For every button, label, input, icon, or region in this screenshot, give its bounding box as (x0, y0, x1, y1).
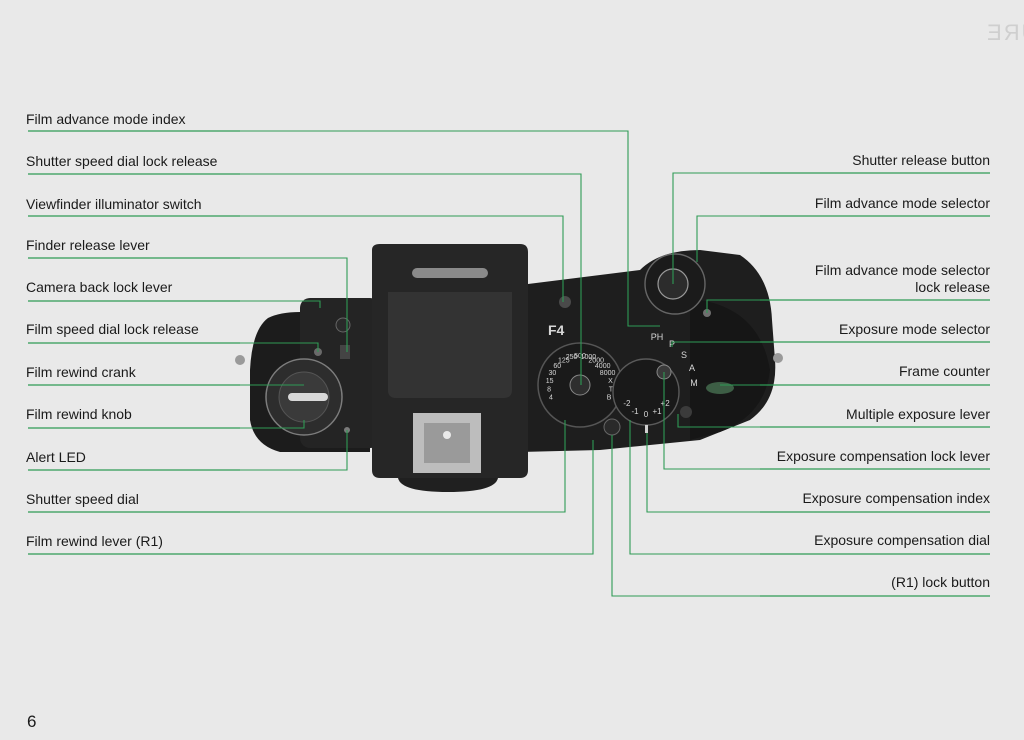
exposure-compensation-index (645, 425, 648, 433)
viewfinder-illuminator-switch (559, 296, 571, 308)
shutter-speed-mark: 2000 (588, 358, 604, 365)
shutter-speed-mark: T (609, 386, 614, 393)
camera-back-lock-lever (335, 317, 351, 333)
exposure-compensation-marks: -2-1 0+1+2 (623, 399, 670, 419)
leader-line (240, 300, 321, 308)
leader-line (663, 372, 760, 470)
shutter-speed-mark: 15 (546, 378, 554, 385)
shutter-speed-mark: 125 (558, 358, 570, 365)
exposure-mode-mark: M (690, 378, 698, 388)
right-label: Multiple exposure lever (846, 406, 990, 422)
hot-shoe-contact (443, 431, 451, 439)
multiple-exposure-lever (680, 406, 692, 418)
leader-line (240, 420, 566, 513)
shutter-speed-mark: B (607, 395, 612, 402)
right-label: Exposure mode selector (839, 321, 990, 337)
watermark-title: NOMENCLATURE (985, 20, 1024, 45)
right-label: lock release (915, 279, 990, 295)
left-label: Alert LED (26, 449, 86, 465)
right-label: Film advance mode selector (815, 195, 990, 211)
left-label: Shutter speed dial lock release (26, 153, 218, 169)
leader-line (611, 435, 760, 597)
shutter-speed-dial-lock-release (569, 374, 591, 396)
left-strap-lug (235, 355, 245, 365)
shutter-speed-mark: 1000 (581, 354, 597, 361)
shutter-speed-mark: 250 (566, 354, 578, 361)
finder-release-lever (340, 345, 350, 359)
leader-line (646, 433, 760, 513)
camera-grip (690, 300, 770, 440)
leader-line (240, 440, 594, 555)
leader-line (240, 342, 319, 352)
exposure-compensation-mark: +1 (652, 407, 662, 416)
leader-line (240, 430, 348, 471)
shutter-speed-mark: X (608, 378, 613, 385)
exposure-compensation-mark: -1 (631, 407, 639, 416)
right-label: (R1) lock button (891, 574, 990, 590)
exposure-mode-mark: S (681, 350, 687, 360)
left-label: Finder release lever (26, 237, 150, 253)
leader-line (672, 172, 760, 284)
r1-lock-button (603, 418, 621, 436)
right-label: Exposure compensation lock lever (777, 448, 991, 464)
left-label: Camera back lock lever (26, 279, 173, 295)
right-label: Exposure compensation index (802, 490, 990, 506)
leader-lines (240, 130, 760, 597)
leader-line (629, 420, 760, 555)
camera-top-view: F4 481530601252505001000200040008000XTB … (235, 244, 783, 492)
right-strap-lug (773, 353, 783, 363)
leader-line (671, 341, 760, 347)
finder-window (412, 268, 488, 278)
left-label: Film rewind lever (R1) (26, 533, 163, 549)
right-label: Exposure compensation dial (814, 532, 990, 548)
left-label: Film speed dial lock release (26, 321, 199, 337)
leader-line (240, 130, 660, 327)
leader-line (677, 414, 760, 428)
shutter-speed-mark: 4000 (595, 363, 611, 370)
right-label: Film advance mode selector (815, 262, 990, 278)
exposure-compensation-mark: +2 (661, 399, 671, 408)
left-label: Film rewind knob (26, 406, 132, 422)
leader-line (696, 215, 760, 262)
page-number: 6 (27, 712, 37, 731)
shutter-speed-mark: 8000 (600, 370, 616, 377)
left-label: Shutter speed dial (26, 491, 139, 507)
leader-line (240, 215, 564, 302)
right-label: Frame counter (899, 363, 990, 379)
leader-line (706, 299, 760, 313)
left-label: Viewfinder illuminator switch (26, 196, 202, 212)
exposure-mode-mark: PH (651, 332, 664, 342)
left-label: Film advance mode index (26, 111, 186, 127)
right-label: Shutter release button (852, 152, 990, 168)
shutter-speed-mark: 8 (547, 386, 551, 393)
shutter-speed-mark: 500 (574, 353, 586, 360)
exposure-compensation-mark: 0 (644, 410, 649, 419)
shutter-speed-mark: 4 (549, 395, 553, 402)
exposure-compensation-mark: -2 (623, 399, 631, 408)
left-label: Film rewind crank (26, 364, 137, 380)
finder-top-face (388, 292, 512, 398)
leader-line (240, 420, 305, 429)
leader-line (240, 257, 348, 352)
hot-shoe-inner (424, 423, 470, 463)
shutter-speed-mark: 30 (549, 370, 557, 377)
lens-mount (398, 478, 498, 492)
shutter-speed-mark: 60 (553, 363, 561, 370)
exposure-mode-mark: A (689, 363, 695, 373)
leader-line (240, 173, 582, 385)
frame-counter (706, 382, 734, 394)
rewind-crank-lever (288, 393, 328, 401)
camera-model-marking: F4 (548, 322, 565, 338)
